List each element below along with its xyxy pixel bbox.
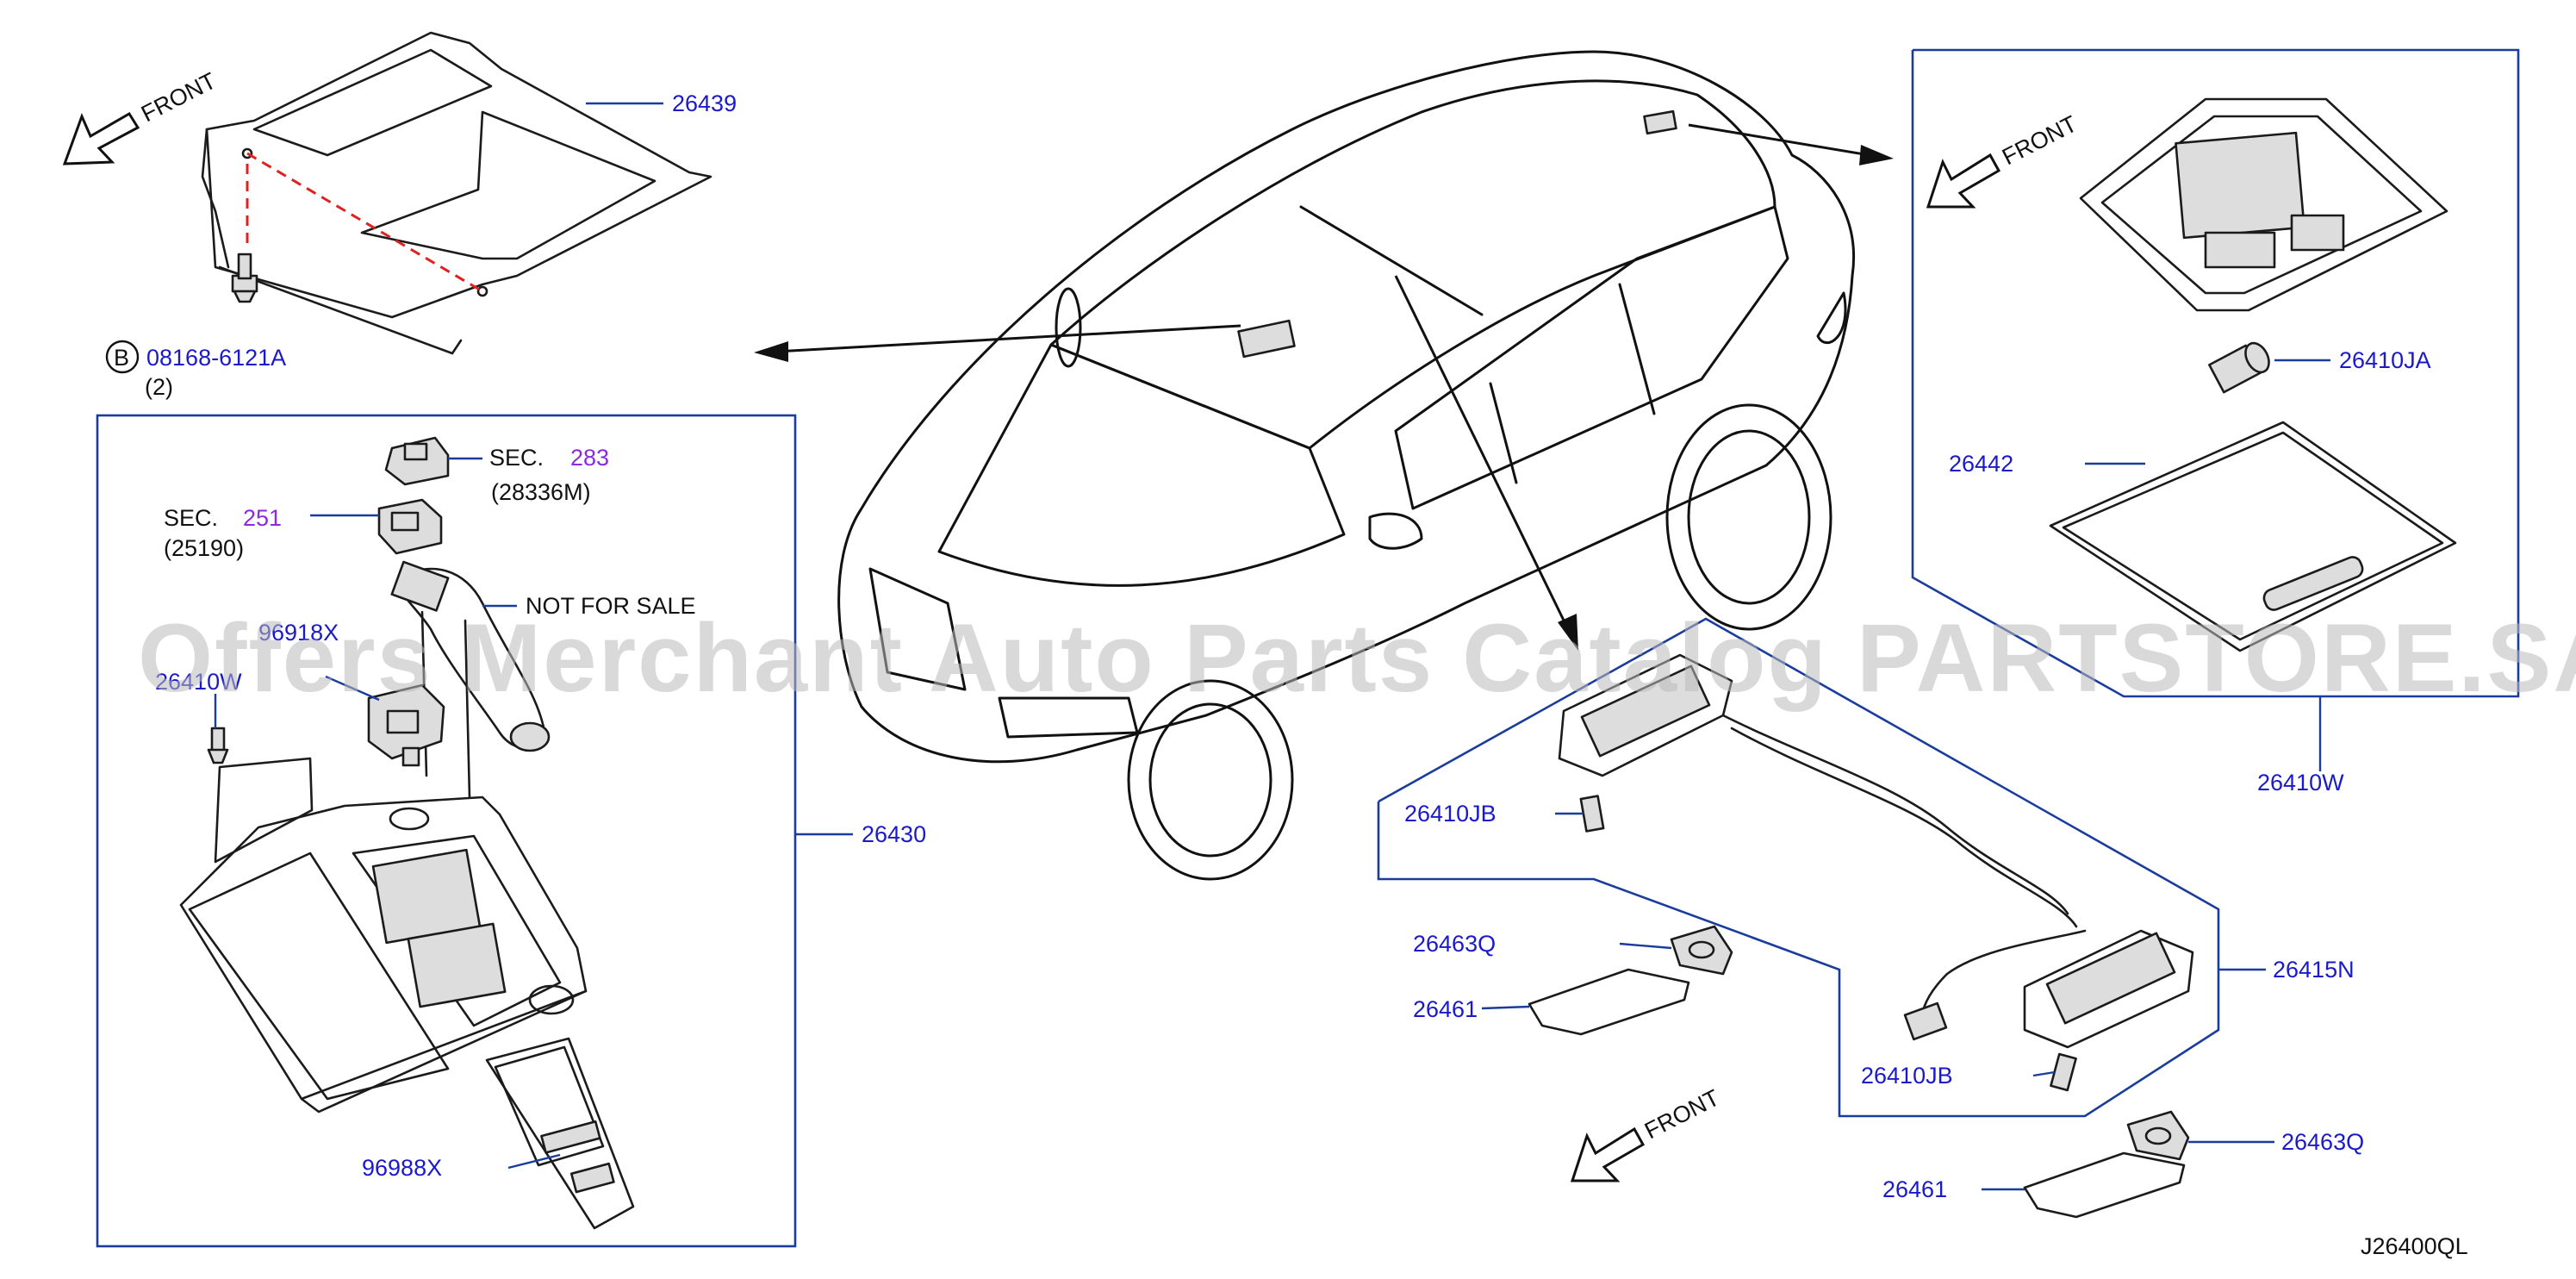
front-arrow-bottom: FRONT <box>1570 1084 1724 1182</box>
sec283-number[interactable]: 283 <box>570 445 609 471</box>
bulb-26410JB-lower <box>2050 1052 2077 1092</box>
front-label: FRONT <box>1640 1084 1723 1144</box>
part-number-26430[interactable]: 26430 <box>862 821 926 847</box>
vehicle-illustration <box>837 50 1855 881</box>
part-number-96918X[interactable]: 96918X <box>258 620 339 646</box>
lamp-harness-26415N <box>1558 653 2194 1049</box>
front-lamp-location <box>1237 319 1296 359</box>
part-number-26463Q-lower[interactable]: 26463Q <box>2281 1129 2364 1155</box>
bracket-26439 <box>201 31 712 355</box>
lens-26442 <box>2049 421 2457 652</box>
part-number-26415N[interactable]: 26415N <box>2273 957 2355 983</box>
clip-26463Q-upper <box>1670 925 1733 976</box>
bolt-quantity: (2) <box>145 374 173 400</box>
sec283-ref: (28336M) <box>491 479 591 505</box>
rear-lamp-location <box>1643 109 1677 135</box>
part-number-26410W-right[interactable]: 26410W <box>2257 770 2344 795</box>
switch-sec251 <box>377 498 443 555</box>
clip-26463Q-lower <box>2126 1110 2190 1161</box>
assembly-box-26415N <box>1377 617 2220 1118</box>
sec251-ref: (25190) <box>164 535 244 561</box>
bulb-26410JA <box>2208 341 2270 394</box>
lamp-base-26410W <box>2079 97 2448 312</box>
part-number-26463Q-upper[interactable]: 26463Q <box>1413 931 1496 957</box>
bulb-26410W-left <box>207 727 229 764</box>
part-number-96988X[interactable]: 96988X <box>362 1155 442 1181</box>
part-number-26410W-left[interactable]: 26410W <box>155 669 242 695</box>
part-number-08168-6121A[interactable]: 08168-6121A <box>146 345 286 371</box>
part-number-26442[interactable]: 26442 <box>1949 451 2013 477</box>
bolt-marker: B <box>114 345 129 371</box>
part-number-26410JB-lower[interactable]: 26410JB <box>1861 1063 1953 1089</box>
watermark: Offers Merchant Auto Parts Catalog PARTS… <box>138 604 2576 712</box>
bulb-26410JB-upper <box>1579 795 1605 833</box>
lens-26461-upper <box>1528 968 1690 1036</box>
sec251-number[interactable]: 251 <box>243 505 282 531</box>
front-label: FRONT <box>1998 110 2081 170</box>
part-number-26461-lower[interactable]: 26461 <box>1882 1176 1947 1202</box>
not-for-sale-label: NOT FOR SALE <box>526 593 696 619</box>
bolt-icon <box>231 253 258 303</box>
diagram-id: J26400QL <box>2361 1233 2468 1259</box>
front-arrow-top-right: FRONT <box>1926 110 2081 209</box>
cover-96988X <box>485 1037 635 1230</box>
bolt-callout: B 08168-6121A (2) <box>105 340 286 400</box>
part-number-26461-upper[interactable]: 26461 <box>1413 996 1478 1022</box>
lens-26461-lower <box>2023 1151 2186 1219</box>
connector-sec283 <box>384 436 450 486</box>
part-number-26439[interactable]: 26439 <box>672 90 737 116</box>
microphone-harness <box>390 560 551 799</box>
front-arrow-top-left: FRONT <box>62 67 221 165</box>
sec283-prefix: SEC. <box>489 445 544 471</box>
sec251-prefix: SEC. <box>164 505 218 531</box>
console-housing <box>179 757 588 1114</box>
part-number-26410JB-upper[interactable]: 26410JB <box>1404 801 1496 827</box>
front-label: FRONT <box>137 67 220 127</box>
location-arrows <box>754 123 1894 651</box>
part-number-26410JA[interactable]: 26410JA <box>2339 347 2431 373</box>
bolt-marker-circle <box>105 340 140 374</box>
assembly-box-26430 <box>96 414 797 1248</box>
map-lamp-96918X <box>367 683 445 767</box>
